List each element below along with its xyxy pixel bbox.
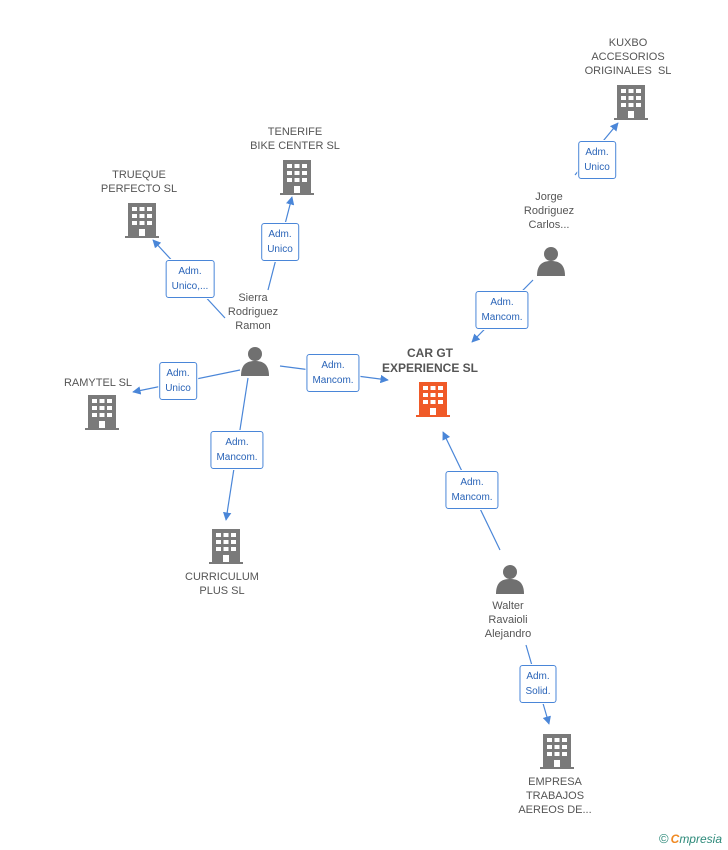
node-label-jorge[interactable]: Jorge Rodriguez Carlos... xyxy=(523,191,575,231)
building-icon[interactable] xyxy=(280,160,314,195)
node-label-curriculum[interactable]: CURRICULUM PLUS SL xyxy=(185,571,259,597)
role-badge-sierra-trueque[interactable]: Adm. Unico,... xyxy=(165,260,215,298)
person-icon[interactable] xyxy=(496,565,524,594)
building-icon[interactable] xyxy=(125,203,159,238)
person-icon[interactable] xyxy=(537,247,565,276)
building-icon[interactable] xyxy=(85,395,119,430)
role-badge-walter-empresa[interactable]: Adm. Solid. xyxy=(519,665,557,703)
role-badge-sierra-tenerife[interactable]: Adm. Unico xyxy=(261,223,299,261)
brand-name: mpresia xyxy=(679,832,722,846)
brand-initial: C xyxy=(670,832,680,846)
role-badge-walter-cargt[interactable]: Adm. Mancom. xyxy=(445,471,499,509)
node-label-trueque[interactable]: TRUEQUE PERFECTO SL xyxy=(100,169,178,195)
role-badge-jorge-kuxbo[interactable]: Adm. Unico xyxy=(578,141,616,179)
copyright-icon: © xyxy=(659,831,669,846)
node-label-walter[interactable]: Walter Ravaioli Alejandro xyxy=(484,600,532,640)
building-icon[interactable] xyxy=(416,382,450,417)
building-icon[interactable] xyxy=(614,85,648,120)
building-icon[interactable] xyxy=(540,734,574,769)
node-label-car-gt[interactable]: CAR GT EXPERIENCE SL xyxy=(381,346,479,375)
node-label-empresa[interactable]: EMPRESA TRABAJOS AEREOS DE... xyxy=(518,776,592,816)
node-label-sierra[interactable]: Sierra Rodriguez Ramon xyxy=(227,292,279,332)
node-label-kuxbo[interactable]: KUXBO ACCESORIOS ORIGINALES SL xyxy=(584,37,672,77)
node-label-tenerife[interactable]: TENERIFE BIKE CENTER SL xyxy=(250,126,340,152)
building-icon[interactable] xyxy=(209,529,243,564)
role-badge-jorge-cargt[interactable]: Adm. Mancom. xyxy=(475,291,529,329)
role-badge-sierra-cargt[interactable]: Adm. Mancom. xyxy=(306,354,360,392)
person-icon[interactable] xyxy=(241,347,269,376)
role-badge-sierra-curriculum[interactable]: Adm. Mancom. xyxy=(210,431,264,469)
node-label-ramytel[interactable]: RAMYTEL SL xyxy=(63,377,133,389)
brand-footer[interactable]: ©Cmpresia xyxy=(659,831,722,846)
role-badge-sierra-ramytel[interactable]: Adm. Unico xyxy=(159,362,197,400)
